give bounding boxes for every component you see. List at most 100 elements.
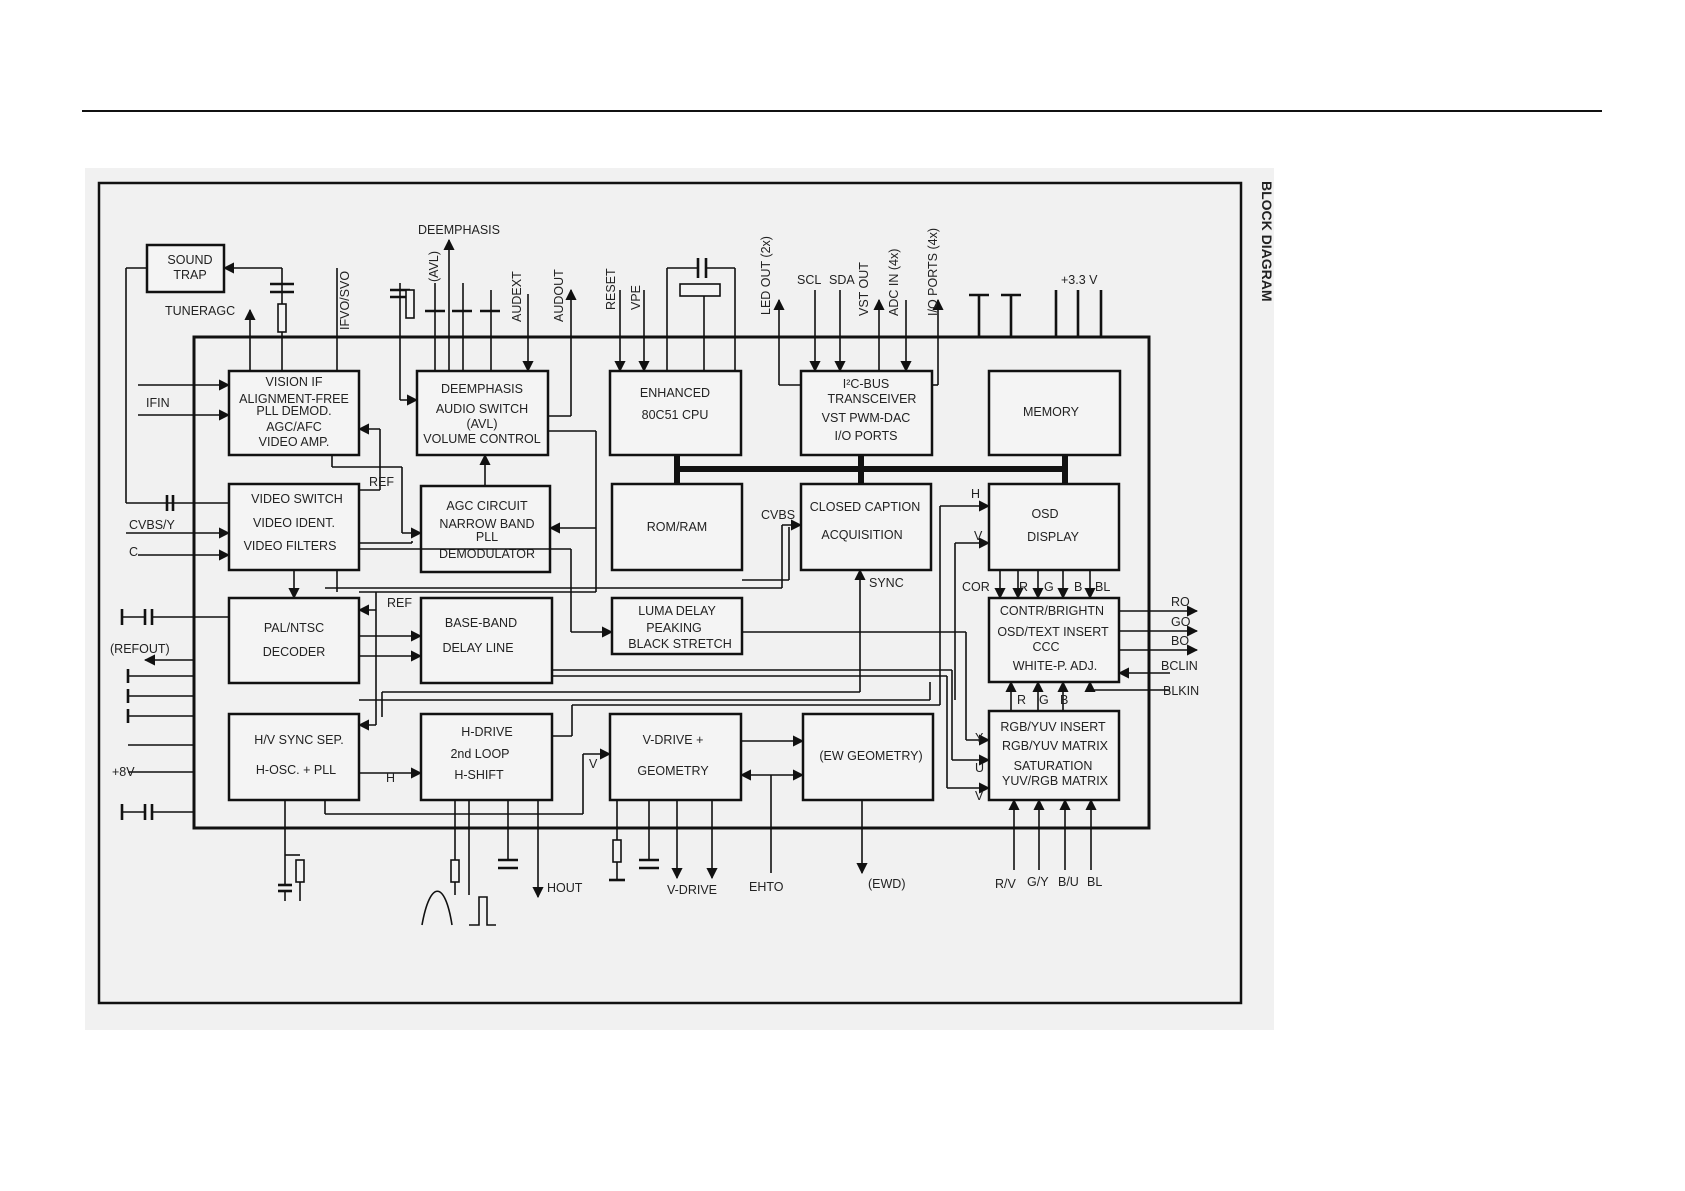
cvbs-y-label: CVBS/Y <box>129 518 176 532</box>
ifvo-label: IFVO/SVO <box>338 271 352 330</box>
cpu-label-1: ENHANCED <box>640 386 710 400</box>
c-label: C <box>129 545 138 559</box>
gy-label: G/Y <box>1027 875 1049 889</box>
luma-label-1: LUMA DELAY <box>638 604 716 618</box>
closed-caption-block: CLOSED CAPTION ACQUISITION <box>799 482 933 572</box>
b-top-label: B <box>1074 580 1082 594</box>
r-top-label: R <box>1019 580 1028 594</box>
agc-label-4: DEMODULATOR <box>439 547 535 561</box>
contr-block: CONTR/BRIGHTN OSD/TEXT INSERT CCC WHITE-… <box>987 596 1121 684</box>
video-switch-label-1: VIDEO SWITCH <box>251 492 343 506</box>
audout-label: AUDOUT <box>552 269 566 322</box>
adc-in-label: ADC IN (4x) <box>887 249 901 316</box>
vision-if-label-2: ALIGNMENT-FREE <box>239 392 349 406</box>
supply-3v3-label: +3.3 V <box>1061 273 1098 287</box>
sound-trap-label-2: TRAP <box>173 268 206 282</box>
vision-if-label-1: VISION IF <box>266 375 323 389</box>
vdrive-label-2: GEOMETRY <box>637 764 709 778</box>
i2c-label-3: VST PWM-DAC <box>822 411 911 425</box>
ref-label-1: REF <box>369 475 394 489</box>
ic-boundary <box>192 335 1151 830</box>
sda-label: SDA <box>829 273 855 287</box>
u-label: U <box>975 761 984 775</box>
closed-caption-label-2: ACQUISITION <box>821 528 902 542</box>
deemphasis-label-3: (AVL) <box>466 417 497 431</box>
connection-lines <box>120 238 1199 926</box>
luma-label-2: PEAKING <box>646 621 702 635</box>
osd-label-2: DISPLAY <box>1027 530 1080 544</box>
diagram-title: BLOCK DIAGRAM <box>1259 181 1275 302</box>
hdrive-label-2: 2nd LOOP <box>450 747 509 761</box>
r-mid-label: R <box>1017 693 1026 707</box>
hdrive-label-3: H-SHIFT <box>454 768 504 782</box>
deemphasis-label-2: AUDIO SWITCH <box>436 402 528 416</box>
rv-label: R/V <box>995 877 1017 891</box>
hv-h-label: H <box>386 771 395 785</box>
baseband-label-2: DELAY LINE <box>442 641 513 655</box>
hout-label: HOUT <box>547 881 583 895</box>
video-switch-label-2: VIDEO IDENT. <box>253 516 335 530</box>
rgb-label-3: SATURATION <box>1014 759 1093 773</box>
i2c-label-1: I²C-BUS <box>843 377 890 391</box>
audext-label: AUDEXT <box>510 271 524 322</box>
agc-label-3: PLL <box>476 530 498 544</box>
contr-label-2: OSD/TEXT INSERT <box>997 625 1109 639</box>
bl-top-label: BL <box>1095 580 1110 594</box>
signal-labels: DEEMPHASIS TUNERAGC IFVO/SVO (AVL) AUDEX… <box>110 223 1199 897</box>
deemphasis-block: DEEMPHASIS AUDIO SWITCH (AVL) VOLUME CON… <box>415 369 550 457</box>
i2c-label-4: I/O PORTS <box>835 429 898 443</box>
osd-block: OSD DISPLAY <box>987 482 1121 572</box>
agc-label-1: AGC CIRCUIT <box>446 499 528 513</box>
ew-geometry-block: (EW GEOMETRY) <box>801 712 935 802</box>
scl-label: SCL <box>797 273 821 287</box>
ehto-label: EHTO <box>749 880 784 894</box>
ewd-label: (EWD) <box>868 877 906 891</box>
agc-label-2: NARROW BAND <box>439 517 534 531</box>
luma-block: LUMA DELAY PEAKING BLACK STRETCH <box>610 596 744 656</box>
rgb-v-label: V <box>975 789 984 803</box>
i2c-block: I²C-BUS TRANSCEIVER VST PWM-DAC I/O PORT… <box>799 369 934 457</box>
bo-label: BO <box>1171 634 1189 648</box>
baseband-label-1: BASE-BAND <box>445 616 517 630</box>
vision-if-label-4: AGC/AFC <box>266 420 322 434</box>
i2c-label-2: TRANSCEIVER <box>828 392 917 406</box>
bl-bottom-label: BL <box>1087 875 1102 889</box>
tuneragc-label: TUNERAGC <box>165 304 235 318</box>
vdrive-block: V-DRIVE + GEOMETRY <box>608 712 743 802</box>
y-label: Y <box>975 731 984 745</box>
ref-label-2: REF <box>387 596 412 610</box>
luma-label-3: BLACK STRETCH <box>628 637 732 651</box>
memory-block: MEMORY <box>987 369 1122 457</box>
vdrive-out-label: V-DRIVE <box>667 883 717 897</box>
refout-label: (REFOUT) <box>110 642 170 656</box>
hdrive-label-1: H-DRIVE <box>461 725 512 739</box>
vision-if-label-3: PLL DEMOD. <box>256 404 331 418</box>
video-switch-block: VIDEO SWITCH VIDEO IDENT. VIDEO FILTERS <box>227 482 361 572</box>
osd-h-label: H <box>971 487 980 501</box>
hdrive-block: H-DRIVE 2nd LOOP H-SHIFT <box>419 712 554 802</box>
reset-label: RESET <box>604 268 618 310</box>
rgb-block: RGB/YUV INSERT RGB/YUV MATRIX SATURATION… <box>987 709 1121 802</box>
vdrive-v-label: V <box>589 757 598 771</box>
go-label: GO <box>1171 615 1191 629</box>
rgb-label-1: RGB/YUV INSERT <box>1000 720 1106 734</box>
supply-8v-label: +8V <box>112 765 135 779</box>
vpe-label: VPE <box>629 285 643 310</box>
osd-v-label: V <box>974 529 983 543</box>
ifin-label: IFIN <box>146 396 170 410</box>
contr-label-3: CCC <box>1032 640 1059 654</box>
contr-label-4: WHITE-P. ADJ. <box>1013 659 1098 673</box>
pal-ntsc-label-2: DECODER <box>263 645 326 659</box>
sound-trap-block: SOUND TRAP <box>145 243 226 294</box>
cpu-label-2: 80C51 CPU <box>642 408 709 422</box>
rgb-label-2: RGB/YUV MATRIX <box>1002 739 1109 753</box>
baseband-block: BASE-BAND DELAY LINE <box>419 596 554 685</box>
led-out-label: LED OUT (2x) <box>759 236 773 315</box>
deemphasis-label-1: DEEMPHASIS <box>441 382 523 396</box>
b-mid-label: B <box>1060 693 1068 707</box>
closed-caption-label-1: CLOSED CAPTION <box>810 500 920 514</box>
bclin-label: BCLIN <box>1161 659 1198 673</box>
pal-ntsc-block: PAL/NTSC DECODER <box>227 596 361 685</box>
header-rule <box>82 110 1602 112</box>
